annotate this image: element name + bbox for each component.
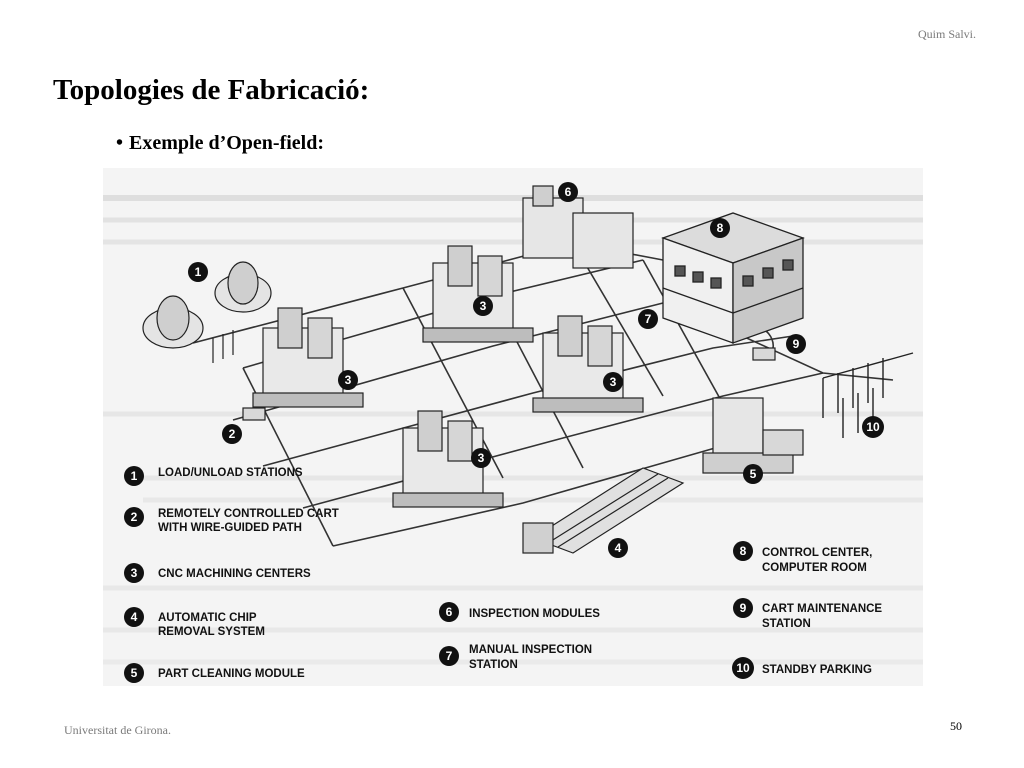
svg-text:3: 3	[478, 451, 485, 465]
legend-item-8: 8 CONTROL CENTER, COMPUTER ROOM	[733, 541, 872, 574]
svg-text:WITH WIRE-GUIDED PATH: WITH WIRE-GUIDED PATH	[158, 522, 302, 534]
callout-3c: 3	[603, 372, 623, 392]
chip-conveyor	[522, 467, 685, 554]
callout-3d: 3	[471, 448, 491, 468]
legend-item-10: 10 STANDBY PARKING	[732, 657, 872, 679]
svg-text:CONTROL CENTER,: CONTROL CENTER,	[762, 547, 872, 559]
svg-text:COMPUTER ROOM: COMPUTER ROOM	[762, 562, 867, 574]
svg-text:3: 3	[131, 566, 138, 580]
bullet-item: •Exemple d’Open-field:	[116, 132, 324, 155]
callout-7: 7	[638, 309, 658, 329]
callout-4: 4	[608, 538, 628, 558]
svg-text:CART MAINTENANCE: CART MAINTENANCE	[762, 603, 882, 615]
svg-text:3: 3	[480, 299, 487, 313]
callout-3b: 3	[473, 296, 493, 316]
legend-item-3: 3 CNC MACHINING CENTERS	[124, 563, 311, 583]
svg-text:STATION: STATION	[469, 659, 518, 671]
callouts: 1 2 3 3 3 3 4 5 6 7 8 9 10	[188, 182, 884, 558]
legend-item-2: 2 REMOTELY CONTROLLED CART WITH WIRE-GUIDE…	[124, 507, 339, 534]
svg-text:STATION: STATION	[762, 618, 811, 630]
cart-vehicle	[242, 347, 776, 421]
callout-6: 6	[558, 182, 578, 202]
control-center-building	[661, 212, 805, 344]
cnc-machine-2	[422, 245, 534, 343]
svg-text:5: 5	[750, 467, 757, 481]
svg-text:STANDBY PARKING: STANDBY PARKING	[762, 664, 872, 676]
standby-parking	[822, 352, 914, 438]
svg-text:10: 10	[736, 661, 750, 675]
legend-item-7: 7 MANUAL INSPECTION STATION	[439, 644, 592, 671]
callout-5: 5	[743, 464, 763, 484]
svg-text:AUTOMATIC CHIP: AUTOMATIC CHIP	[158, 612, 257, 624]
svg-text:CNC MACHINING CENTERS: CNC MACHINING CENTERS	[158, 568, 311, 580]
fms-diagram: 1 2 3 3 3 3 4 5 6 7 8 9 10 1LOAD/UNLOAD …	[103, 182, 923, 683]
callout-9: 9	[786, 334, 806, 354]
svg-text:4: 4	[131, 610, 138, 624]
svg-text:10: 10	[866, 420, 880, 434]
callout-10: 10	[862, 416, 884, 438]
svg-text:7: 7	[446, 649, 453, 663]
svg-text:MANUAL INSPECTION: MANUAL INSPECTION	[469, 644, 592, 656]
bullet-text: Exemple d’Open-field:	[129, 132, 325, 154]
callout-8: 8	[710, 218, 730, 238]
svg-text:REMOVAL SYSTEM: REMOVAL SYSTEM	[158, 626, 265, 638]
svg-text:PART CLEANING MODULE: PART CLEANING MODULE	[158, 668, 305, 680]
cnc-machine-1	[252, 307, 364, 408]
svg-text:1: 1	[195, 265, 202, 279]
svg-text:6: 6	[446, 605, 453, 619]
callout-1: 1	[188, 262, 208, 282]
callout-2: 2	[222, 424, 242, 444]
svg-text:REMOTELY CONTROLLED CART: REMOTELY CONTROLLED CART	[158, 508, 339, 520]
svg-text:1: 1	[131, 469, 138, 483]
cnc-machine-3	[532, 315, 644, 413]
svg-text:9: 9	[740, 601, 747, 615]
svg-text:2: 2	[131, 510, 138, 524]
page-number: 50	[950, 719, 962, 733]
svg-text:7: 7	[645, 312, 652, 326]
svg-text:6: 6	[565, 185, 572, 199]
svg-text:9: 9	[793, 337, 800, 351]
part-cleaning-module	[702, 397, 804, 474]
svg-text:3: 3	[610, 375, 617, 389]
legend-item-1: 1 LOAD/UNLOAD STATIONS	[124, 466, 303, 486]
svg-text:3: 3	[345, 373, 352, 387]
author-name: Quim Salvi.	[917, 27, 976, 41]
svg-text:INSPECTION MODULES: INSPECTION MODULES	[469, 608, 600, 620]
callout-3a: 3	[338, 370, 358, 390]
svg-text:4: 4	[615, 541, 622, 555]
legend-item-5: 5 PART CLEANING MODULE	[124, 663, 305, 683]
cnc-machine-4	[392, 410, 504, 508]
svg-text:8: 8	[717, 221, 724, 235]
slide-title: Topologies de Fabricació:	[53, 74, 370, 106]
svg-text:8: 8	[740, 544, 747, 558]
load-unload-stations	[142, 261, 272, 363]
footer-institution: Universitat de Girona.	[64, 723, 171, 737]
legend-item-6: 6 INSPECTION MODULES	[439, 602, 600, 622]
legend-item-9: 9 CART MAINTENANCE STATION	[733, 598, 882, 630]
svg-text:LOAD/UNLOAD STATIONS: LOAD/UNLOAD STATIONS	[158, 467, 303, 479]
legend-item-4: 4 AUTOMATIC CHIP REMOVAL SYSTEM	[124, 607, 265, 638]
svg-text:5: 5	[131, 666, 138, 680]
svg-text:2: 2	[229, 427, 236, 441]
legend: 1 LOAD/UNLOAD STATIONS 2 REMOTELY CONTROLL…	[124, 466, 882, 683]
inspection-modules	[522, 185, 634, 269]
bullet-symbol: •	[116, 132, 124, 154]
